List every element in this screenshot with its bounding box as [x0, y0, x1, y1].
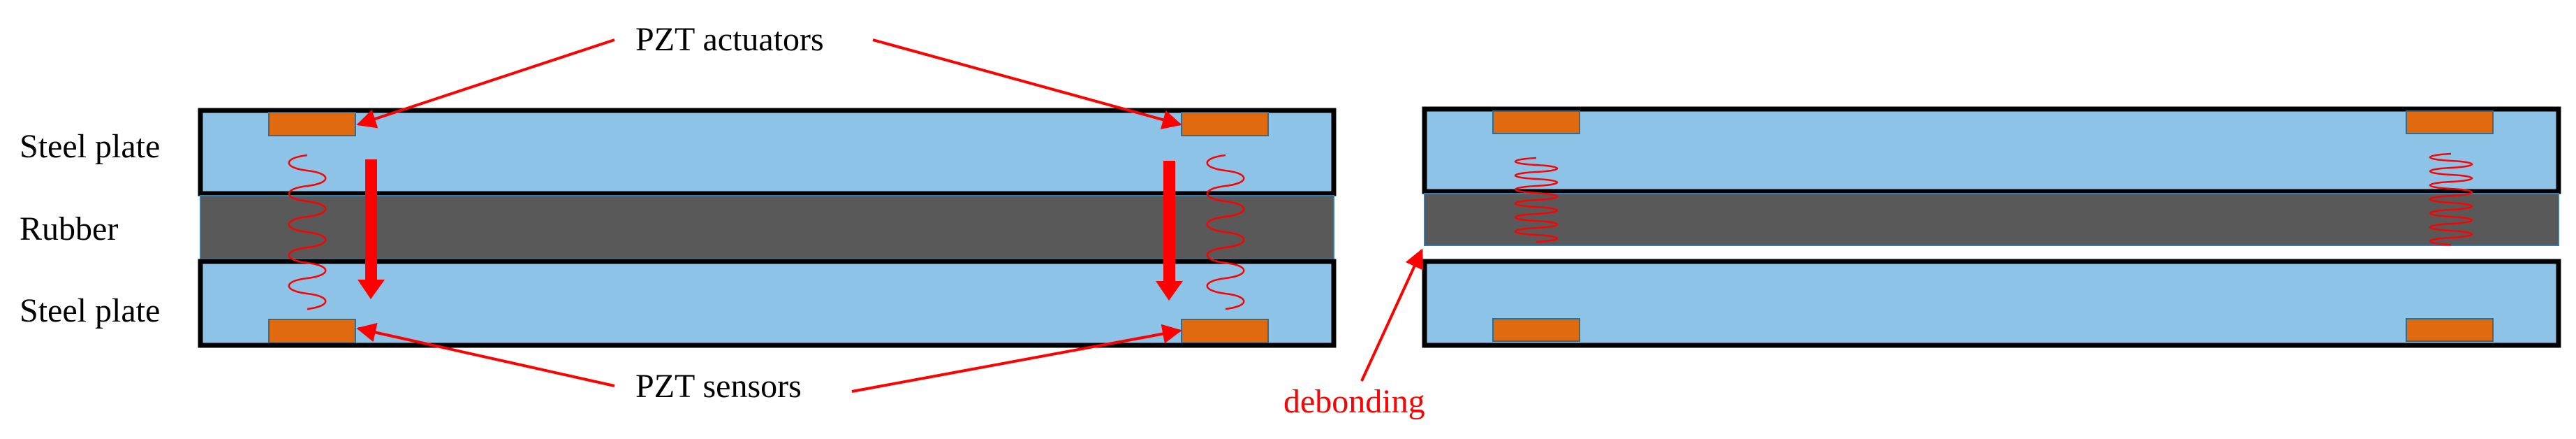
- annotation-arrow: [356, 322, 615, 387]
- pzt-actuator: [268, 112, 356, 136]
- pzt-sensor: [1181, 319, 1269, 343]
- pzt-sensor: [1492, 318, 1580, 342]
- stress-wave: [1514, 157, 1559, 243]
- bonded-assembly: [198, 108, 1337, 348]
- steel-plate-top: [198, 108, 1337, 196]
- rubber-layer: [1424, 193, 2559, 246]
- stress-wave: [288, 154, 327, 310]
- pzt-sensor: [2406, 318, 2494, 342]
- steel-plate-top-label: Steel plate: [20, 128, 160, 165]
- debonding-label: debonding: [1283, 383, 1425, 420]
- annotation-arrow: [1360, 248, 1424, 382]
- steel-plate-bottom-label: Steel plate: [20, 292, 160, 329]
- stress-wave: [1206, 154, 1245, 310]
- pzt-sensors-label: PZT sensors: [635, 368, 802, 405]
- rubber-label: Rubber: [20, 210, 118, 247]
- debonded-assembly: [1422, 106, 2561, 348]
- pzt-sensor: [268, 319, 356, 343]
- pzt-actuator: [1492, 110, 1580, 134]
- steel-plate-bottom: [1422, 259, 2561, 348]
- annotation-arrow: [851, 324, 1182, 393]
- pzt-actuators-label: PZT actuators: [635, 21, 824, 58]
- stress-wave: [2429, 152, 2473, 246]
- steel-plate-bottom: [198, 259, 1337, 348]
- pzt-actuator: [2406, 110, 2494, 134]
- propagation-arrow-down-icon: [358, 159, 385, 299]
- propagation-arrow-down-icon: [1156, 161, 1183, 301]
- pzt-actuator: [1181, 112, 1269, 136]
- annotation-arrow: [356, 38, 615, 129]
- rubber-layer: [200, 195, 1334, 259]
- steel-plate-top: [1422, 106, 2561, 194]
- annotation-arrow: [872, 38, 1182, 129]
